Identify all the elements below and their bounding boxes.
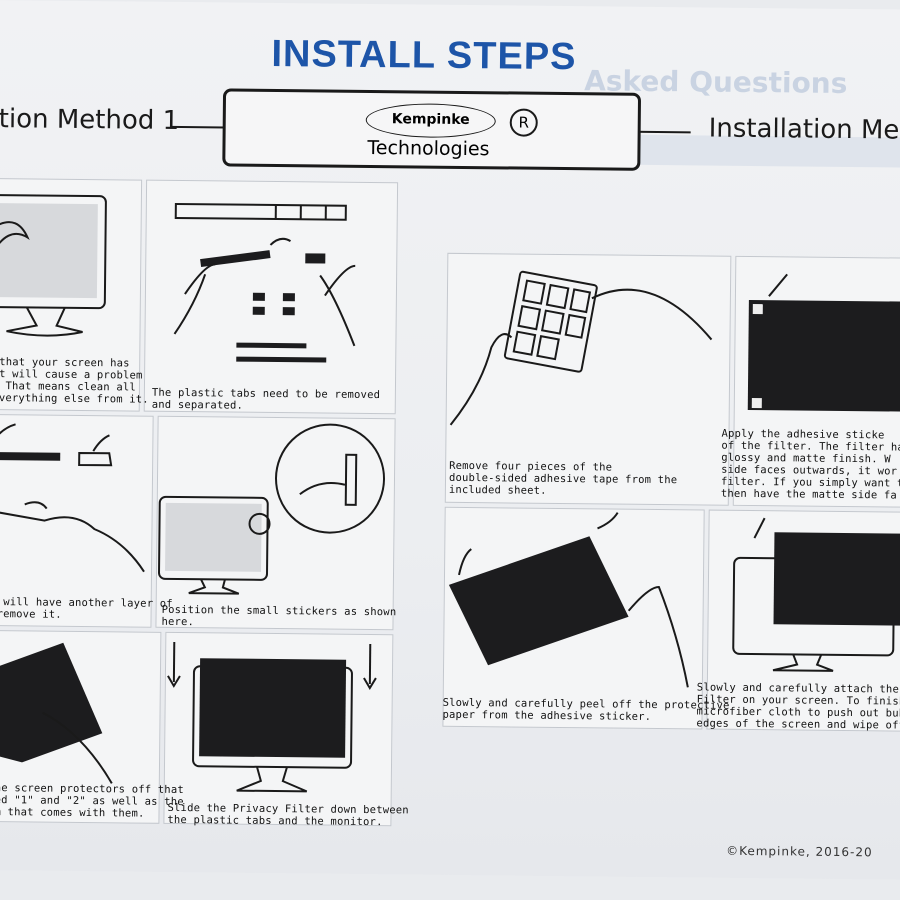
remove-protectors-illustration — [0, 631, 113, 784]
method-1-label: tion Method 1 — [0, 104, 180, 136]
step-6-caption: Slide the Privacy Filter down between th… — [167, 801, 409, 829]
step-8-caption: Apply the adhesive sticke of the filter.… — [720, 427, 900, 502]
monitor-cleaning-illustration — [0, 194, 107, 337]
brand-name: Kempinke — [391, 111, 470, 129]
connector-right — [634, 130, 691, 134]
peel-paper-illustration — [448, 512, 689, 688]
registered-mark: R — [509, 108, 538, 137]
page-title: INSTALL STEPS — [271, 32, 577, 79]
brand-logo: Kempinke R Technologies — [222, 88, 642, 171]
instruction-sheet: Asked Questions INSTALL STEPS tion Metho… — [0, 0, 900, 880]
peel-layer-illustration — [0, 423, 145, 573]
step-10-caption: Slowly and carefully attach the Filter o… — [696, 681, 900, 732]
copyright-notice: ©Kempinke, 2016-20 — [726, 843, 873, 860]
step-7-caption: Remove four pieces of the double-sided a… — [448, 459, 678, 497]
apply-sticker-illustration — [747, 273, 900, 412]
step-9-caption: Slowly and carefully peel off the protec… — [442, 696, 730, 723]
brand-subtitle: Technologies — [367, 136, 490, 161]
position-stickers-illustration — [158, 423, 386, 595]
step-3-caption: ce will have another layer of y remove i… — [0, 596, 173, 621]
step-4-caption: Position the small stickers as shown her… — [161, 603, 397, 629]
slide-filter-illustration — [167, 641, 377, 793]
step-2-caption: The plastic tabs need to be removed and … — [151, 386, 381, 412]
plastic-tabs-illustration — [173, 202, 356, 363]
step-1-caption: e that your screen has hat will cause a … — [0, 355, 149, 406]
step-5-caption: the screen protectors off that rked "1" … — [0, 782, 184, 820]
method-2-label: Installation Me — [708, 113, 900, 146]
adhesive-sheet-illustration — [449, 270, 713, 426]
attach-filter-illustration — [732, 517, 900, 672]
